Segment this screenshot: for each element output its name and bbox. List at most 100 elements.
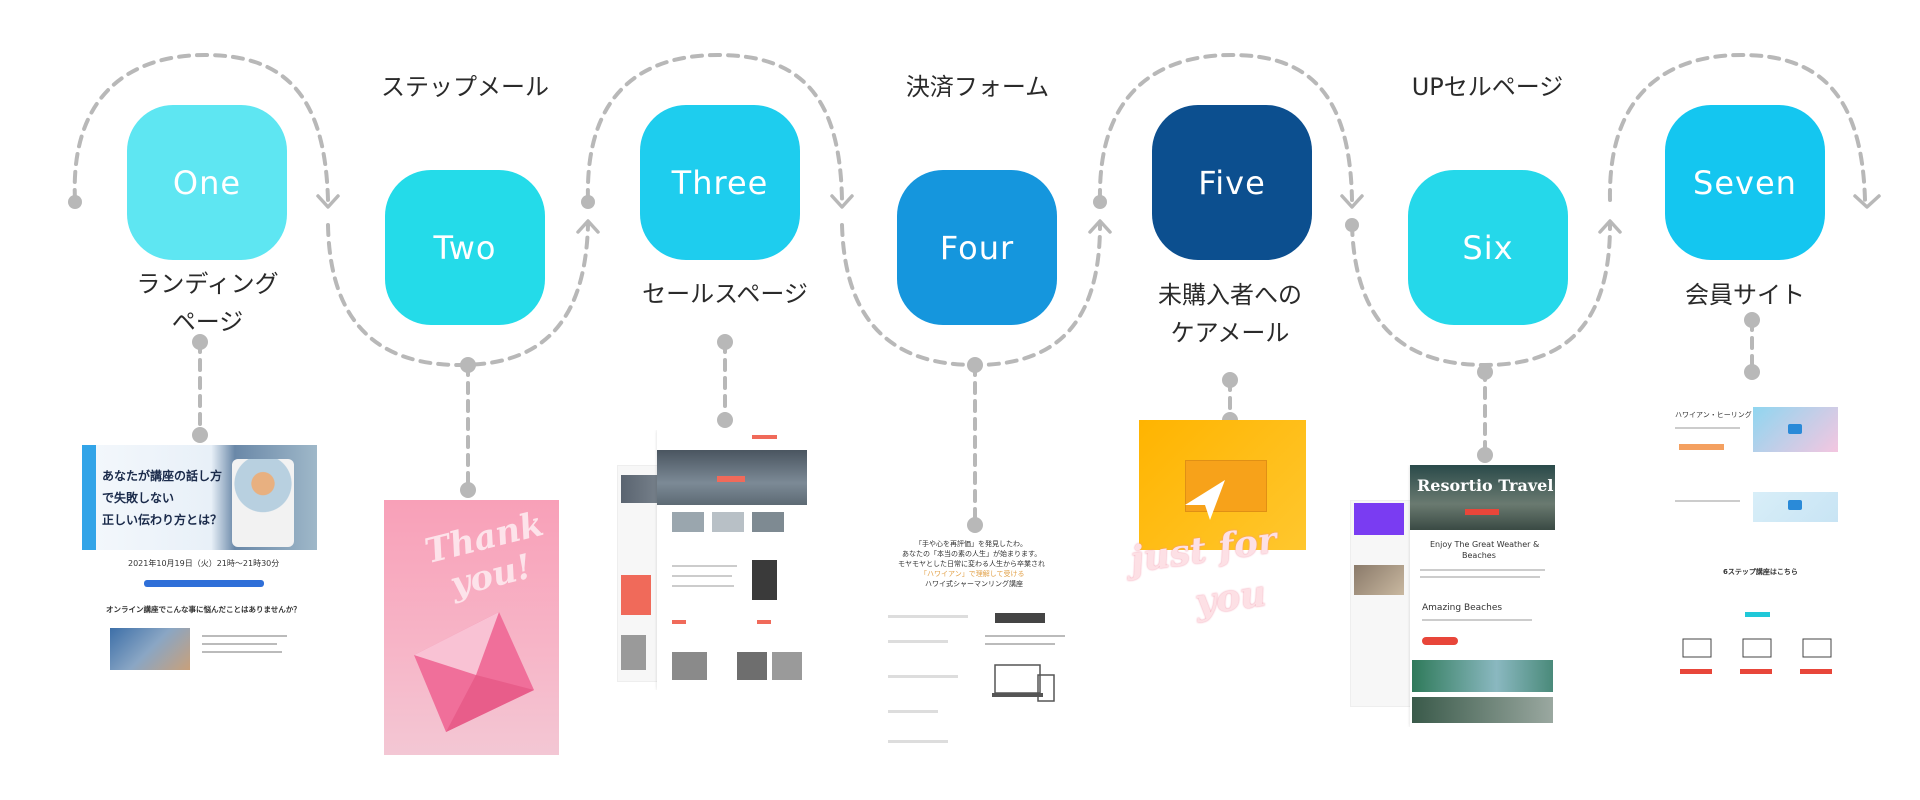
upsell-back-purple (1354, 503, 1404, 535)
play-icon (1788, 500, 1802, 510)
thumbnail-landing-page: あなたが講座の話し方 で失敗しない 正しい伝わり方とは？ 2021年10月19日… (82, 445, 322, 675)
landing-text-line (202, 635, 287, 637)
step-six: Six (1408, 170, 1568, 325)
upsell-text-line (1420, 569, 1545, 571)
payment-intro-2: あなたの「本当の素の人生」が始まります。 (902, 550, 1042, 558)
label-two-line1: ステップメール (381, 73, 549, 101)
landing-headline-1: あなたが講座の話し方 (102, 469, 223, 483)
members-teal-badge (1745, 612, 1770, 617)
thumbnail-members-site: ハワイアン・ヒーリング 6ステップ講座はこちら (1665, 382, 1845, 692)
members-text-line (1675, 427, 1740, 429)
label-three-line1: セールスページ (642, 280, 808, 308)
chevron-up-icon (1598, 219, 1622, 234)
chevron-down-icon (830, 194, 854, 209)
step-six-title: Six (1462, 228, 1514, 267)
dot-a (581, 195, 595, 209)
chevron-up-icon (576, 219, 600, 234)
thumbnail-sales-page (617, 430, 807, 690)
label-five-line1: 未購入者への (1158, 281, 1302, 309)
payment-form-field (888, 710, 938, 713)
dot-six-top (1477, 364, 1493, 380)
dot-seven-top (1744, 312, 1760, 328)
payment-intro-4: 「ハワイアン」で理解して受ける (920, 570, 1025, 578)
upsell-hero-button (1465, 509, 1499, 515)
landing-person-photo (232, 459, 294, 547)
sales-text-line (672, 575, 732, 577)
dot-three-top (717, 334, 733, 350)
dot-start (68, 195, 82, 209)
landing-question: オンライン講座でこんな事に悩んだことはありませんか？ (106, 605, 301, 614)
label-six-line1: UPセルページ (1411, 73, 1564, 101)
sales-thumb-row (752, 512, 784, 532)
label-seven: 会員サイト (1660, 276, 1830, 314)
sales-text-line (672, 565, 737, 567)
step-three-title: Three (671, 163, 769, 202)
dot-two-top (460, 357, 476, 373)
landing-date: 2021年10月19日（火）21時〜21時30分 (128, 559, 280, 568)
dot-one-bottom (192, 427, 208, 443)
landing-text-line (202, 643, 277, 645)
members-title: ハワイアン・ヒーリング (1675, 411, 1752, 419)
loop-three (585, 52, 844, 202)
landing-cta-bar (144, 580, 264, 587)
payment-desc-line (985, 635, 1065, 637)
step-five-title: Five (1198, 163, 1266, 202)
step-seven-title: Seven (1693, 163, 1797, 202)
loop-one (72, 52, 330, 202)
upsell-section: Amazing Beaches (1422, 603, 1503, 613)
upsell-tagline-1: Enjoy The Great Weather & (1430, 540, 1540, 549)
label-four-line1: 決済フォーム (905, 73, 1050, 101)
paper-plane-icon (1185, 480, 1225, 520)
label-four: 決済フォーム (880, 68, 1075, 106)
dot-four-bottom (967, 517, 983, 533)
payment-intro-1: 「手や心を再評価」を発見したわ。 (915, 540, 1027, 548)
devices-illustration (992, 664, 1055, 702)
sales-header-bar (752, 435, 777, 439)
payment-form-field (888, 640, 948, 643)
sales-text-line (672, 585, 734, 587)
label-five-line2: ケアメール (1170, 319, 1290, 347)
members-text-line (1675, 500, 1740, 502)
step-two-title: Two (433, 228, 497, 267)
step-three: Three (640, 105, 800, 260)
dot-three-bottom (717, 412, 733, 428)
sales-hero-button (717, 476, 745, 482)
thumbnail-payment-form: 「手や心を再評価」を発見したわ。 あなたの「本当の素の人生」が始まります。 モヤ… (880, 535, 1070, 780)
payment-price-block (995, 613, 1045, 623)
sales-bottom-photo (772, 652, 802, 680)
upsell-photo (1412, 660, 1553, 692)
step-four-title: Four (939, 228, 1015, 267)
dot-one-top (192, 334, 208, 350)
step-seven: Seven (1665, 105, 1825, 260)
sales-red-button (672, 620, 686, 624)
step-two: Two (385, 170, 545, 325)
envelope-icon (414, 612, 534, 732)
step-four: Four (897, 170, 1057, 325)
upsell-tagline-2: Beaches (1462, 551, 1496, 560)
label-two: ステップメール (360, 68, 570, 106)
play-icon (1788, 424, 1802, 434)
landing-hero-accent (82, 445, 96, 550)
upsell-photo (1412, 697, 1553, 723)
chevron-down-icon (1340, 194, 1364, 209)
dot-two-bottom (460, 482, 476, 498)
payment-intro-5: ハワイ式シャーマンリング講座 (925, 580, 1023, 588)
dot-six-bottom (1477, 447, 1493, 463)
dot-c (1345, 218, 1359, 232)
upsell-text-line (1420, 576, 1540, 578)
label-one-line1: ランディング (136, 270, 279, 298)
care-mail-line2: you (1192, 572, 1269, 624)
payment-form-field (888, 675, 958, 678)
label-one-line2: ページ (171, 308, 244, 336)
payment-intro-3: モヤモヤとした日常に変わる人生から卒業され (898, 560, 1045, 568)
chevron-down-icon (316, 194, 340, 209)
payment-form-field (888, 615, 968, 618)
sales-bottom-photo (672, 652, 707, 680)
chevron-up-icon (1088, 219, 1112, 234)
label-six: UPセルページ (1385, 68, 1590, 106)
sales-red-button (757, 620, 771, 624)
thumbnail-care-mail: just for you (1125, 420, 1320, 645)
landing-headline-2: で失敗しない (102, 491, 175, 505)
payment-desc-line (985, 643, 1055, 645)
